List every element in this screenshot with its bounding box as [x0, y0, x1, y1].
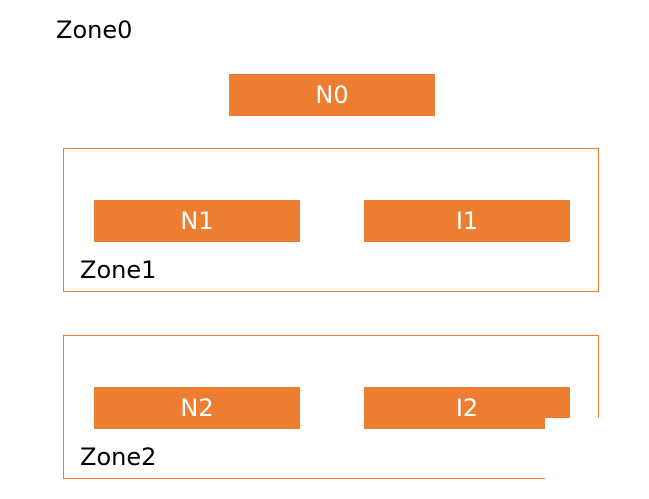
zone1-label: Zone1 [80, 256, 157, 284]
occluding-patch [545, 418, 649, 499]
node-n0: N0 [229, 74, 435, 116]
node-n2: N2 [94, 387, 300, 429]
zone0-label: Zone0 [56, 16, 133, 44]
zone2-label: Zone2 [80, 443, 157, 471]
node-n1: N1 [94, 200, 300, 242]
node-i1: I1 [364, 200, 570, 242]
zone1-box [63, 148, 599, 292]
node-i2: I2 [364, 387, 570, 429]
zone2-box [63, 335, 599, 479]
